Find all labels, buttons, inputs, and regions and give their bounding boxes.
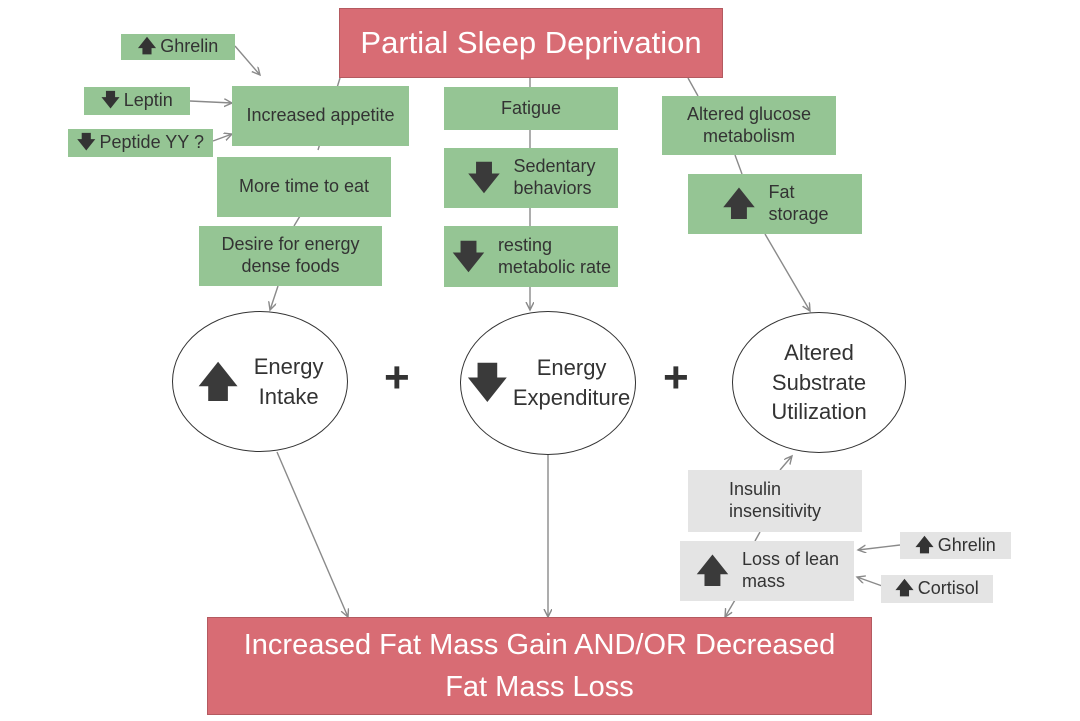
fat-storage-box: 🡅 Fat storage: [688, 174, 862, 234]
up-arrow-icon: 🡅: [137, 36, 157, 57]
connector-lean-bottom: [725, 599, 736, 617]
connector-to-substrate: [764, 233, 810, 311]
sedentary-box: 🡇 Sedentary behaviors: [444, 148, 618, 208]
peptide-yy-label: Peptide YY ?: [99, 132, 204, 153]
connector-insulin-lean: [754, 531, 761, 542]
down-arrow-icon: 🡇: [77, 132, 96, 153]
connector-intake-bottom: [276, 451, 348, 617]
leptin-label: Leptin: [123, 90, 173, 111]
more-time-box: More time to eat: [217, 157, 391, 217]
fatigue-text: Fatigue: [500, 97, 562, 118]
substrate-ellipse: Altered Substrate Utilization: [732, 312, 906, 453]
connector-title-right: [687, 77, 699, 97]
resting-box: 🡇 resting metabolic rate: [444, 226, 618, 287]
glucose-box: Altered glucose metabolism: [662, 96, 836, 155]
fat-storage-text: Fat storage: [768, 182, 829, 224]
down-arrow-icon: 🡇: [465, 359, 509, 406]
glucose-text: Altered glucose metabolism: [686, 103, 812, 146]
increased-appetite-box: Increased appetite: [232, 86, 409, 146]
connector-to-intake: [270, 285, 279, 310]
energy-expenditure-ellipse: 🡇 Energy Expenditure: [460, 311, 636, 455]
down-arrow-icon: 🡇: [466, 159, 502, 197]
result-box: Increased Fat Mass Gain AND/OR Decreased…: [207, 617, 872, 715]
title-text: Partial Sleep Deprivation: [360, 25, 702, 61]
connector-cortisol-lean: [857, 577, 886, 588]
lean-mass-box: 🡅 Loss of lean mass: [680, 541, 854, 601]
peptide-yy-factor: 🡇 Peptide YY ?: [68, 129, 213, 157]
substrate-text: Altered Substrate Utilization: [771, 339, 867, 425]
resting-text: resting metabolic rate: [497, 234, 611, 277]
plus-sign-1: +: [384, 353, 410, 402]
connector-leptin: [189, 101, 232, 103]
connector-insulin-substrate: [779, 456, 792, 471]
down-arrow-icon: 🡇: [450, 237, 486, 276]
energy-expenditure-text: Energy Expenditure: [512, 355, 631, 410]
leptin-factor: 🡇 Leptin: [84, 87, 190, 115]
up-arrow-icon: 🡅: [694, 552, 730, 590]
insulin-text: Insulin insensitivity: [728, 479, 822, 521]
sedentary-text: Sedentary behaviors: [513, 156, 596, 198]
lean-mass-text: Loss of lean mass: [741, 549, 840, 591]
more-time-text: More time to eat: [238, 176, 370, 197]
ghrelin-factor: 🡅 Ghrelin: [121, 34, 235, 60]
ghrelin-label: Ghrelin: [160, 36, 219, 57]
up-arrow-icon: 🡅: [196, 357, 240, 405]
energy-intake-text: Energy Intake: [253, 353, 324, 409]
increased-appetite-text: Increased appetite: [246, 105, 395, 126]
connector-ghrelin-lean: [858, 544, 901, 550]
cortisol-factor: 🡅 Cortisol: [881, 575, 993, 603]
plus-sign-2: +: [663, 353, 689, 402]
title-box: Partial Sleep Deprivation: [339, 8, 723, 78]
connector-right-1: [734, 154, 743, 175]
ghrelin-right-factor: 🡅 Ghrelin: [900, 532, 1011, 559]
connector-peptide: [212, 134, 232, 142]
desire-box: Desire for energy dense foods: [199, 226, 382, 286]
connector-ghrelin: [234, 45, 260, 75]
up-arrow-icon: 🡅: [721, 185, 757, 223]
ghrelin-right-label: Ghrelin: [937, 534, 996, 555]
insulin-box: Insulin insensitivity: [688, 470, 862, 532]
fatigue-box: Fatigue: [444, 87, 618, 130]
up-arrow-icon: 🡅: [915, 534, 934, 555]
energy-intake-ellipse: 🡅 Energy Intake: [172, 311, 348, 452]
down-arrow-icon: 🡇: [101, 90, 120, 111]
cortisol-label: Cortisol: [917, 578, 979, 599]
desire-text: Desire for energy dense foods: [221, 234, 360, 276]
connector-left-mid: [293, 215, 301, 227]
result-text: Increased Fat Mass Gain AND/OR Decreased…: [243, 628, 836, 703]
up-arrow-icon: 🡅: [895, 578, 914, 599]
